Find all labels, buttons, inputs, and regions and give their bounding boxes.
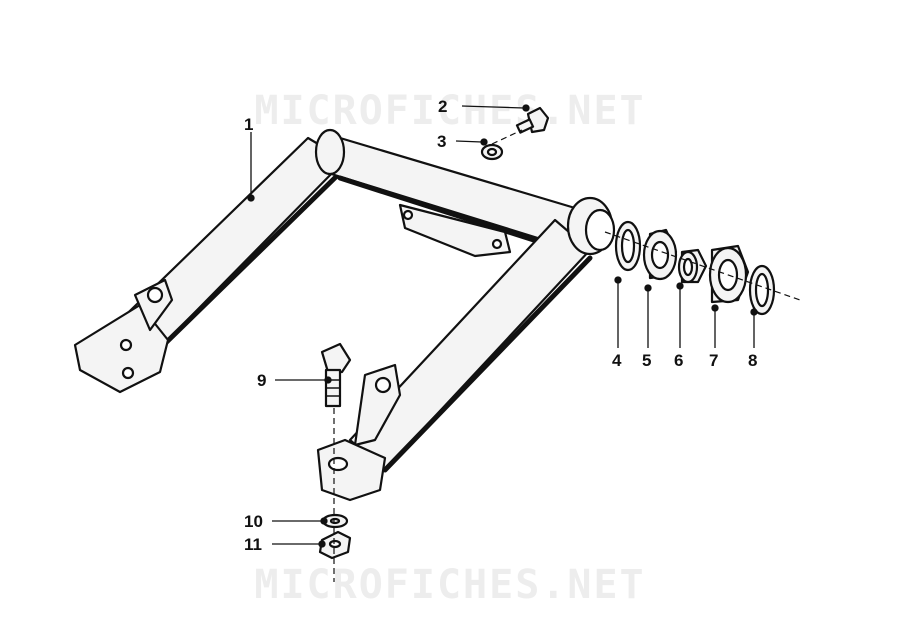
callout-10: 10 <box>244 512 263 531</box>
bearing-outer <box>708 244 750 304</box>
swing-arm-right-tube <box>348 218 593 473</box>
callout-11: 11 <box>244 535 262 554</box>
clamp-bolt <box>320 342 352 408</box>
pivot-axis-line <box>604 231 801 301</box>
watermark-bottom: MICROFICHES.NET <box>254 562 646 608</box>
callout-9: 9 <box>257 371 267 390</box>
callout-7: 7 <box>709 351 719 370</box>
nipple-axis-line <box>491 129 523 145</box>
callout-1: 1 <box>244 115 254 134</box>
right-axle-clamp <box>316 363 402 502</box>
left-axle-clamp <box>73 278 174 394</box>
grease-nipple <box>515 106 550 134</box>
callout-2: 2 <box>438 97 448 116</box>
spacer-sleeve <box>677 248 708 284</box>
watermark-top: MICROFICHES.NET <box>254 88 646 134</box>
seal-ring-outer <box>748 264 776 316</box>
callout-8: 8 <box>748 351 758 370</box>
seal-ring <box>614 220 642 272</box>
bearing-inner <box>642 228 678 281</box>
callout-5: 5 <box>642 351 652 370</box>
callout-4: 4 <box>612 351 622 370</box>
cross-brace-plate <box>398 203 512 258</box>
callout-6: 6 <box>674 351 684 370</box>
swing-arm-cross-tube <box>314 128 577 253</box>
washer-small <box>480 143 504 161</box>
hex-nut <box>318 530 352 560</box>
callout-3: 3 <box>437 132 447 151</box>
pivot-boss <box>566 196 616 256</box>
spring-washer <box>321 513 349 529</box>
